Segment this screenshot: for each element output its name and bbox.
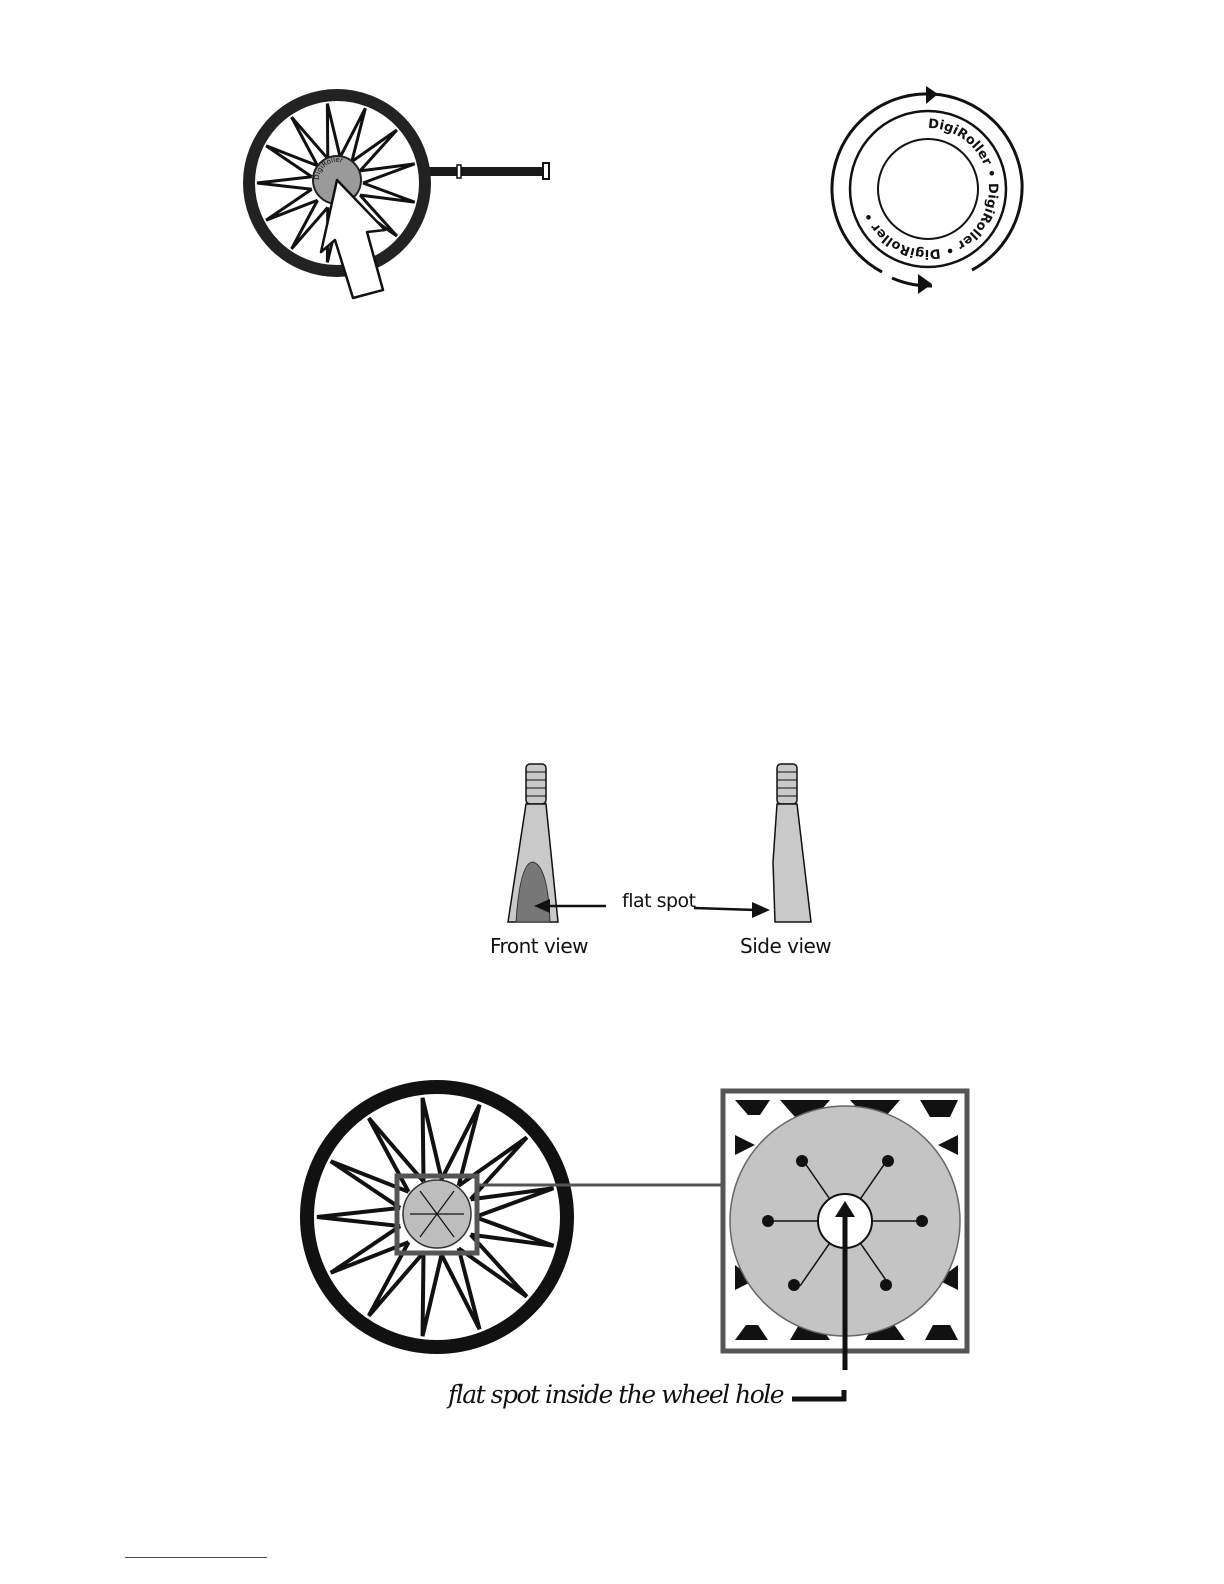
- zoom-detail-box: [723, 1091, 967, 1370]
- rotation-arrow-head-top: [926, 86, 938, 104]
- side-view-label: Side view: [740, 934, 831, 958]
- flat-spot-label: flat spot: [622, 890, 696, 912]
- axle-threads-side: [777, 764, 797, 804]
- caption-arrow: [780, 1390, 850, 1410]
- rotation-arrow-head-bottom: [918, 274, 932, 294]
- disk-center: [878, 139, 978, 239]
- axle-threads: [526, 764, 546, 804]
- footer-rule: [125, 1557, 267, 1558]
- front-view-label: Front view: [490, 934, 588, 958]
- axle-rod: [425, 163, 549, 179]
- wheel-hole-caption: flat spot inside the wheel hole: [448, 1380, 783, 1409]
- rotation-disk-figure: DigiRoller • DigiRoller • DigiRoller •: [822, 82, 1037, 297]
- wheel-with-pointer-figure: DigiRoller: [235, 80, 565, 305]
- wheel-hole-figure: [290, 1075, 980, 1370]
